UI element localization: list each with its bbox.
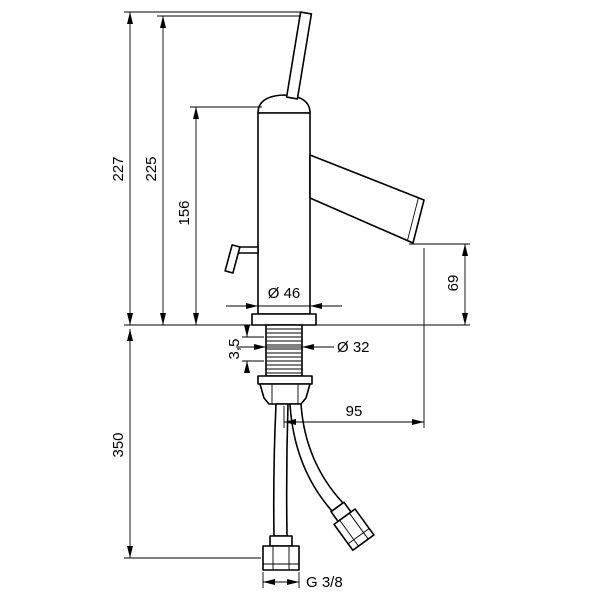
- connector-right-facets: [339, 512, 370, 547]
- label-body-diameter: Ø 46: [268, 285, 301, 302]
- label-outlet-height: 69: [445, 275, 462, 292]
- label-total-height: 227: [110, 156, 127, 181]
- connector-nut-right: [333, 508, 375, 552]
- washer: [257, 375, 313, 385]
- mounting-nut-facets: [271, 383, 299, 404]
- label-hose-length: 350: [110, 432, 127, 457]
- label-spout-reach: 95: [346, 403, 363, 420]
- faucet-outline: [224, 11, 425, 571]
- connector-ferrule-left: [269, 535, 293, 547]
- label-shank-diameter: Ø 32: [337, 339, 370, 356]
- label-connection-thread: G 3/8: [306, 574, 343, 591]
- connector-left-facets: [262, 546, 300, 570]
- label-body-height: 156: [176, 200, 193, 225]
- dimension-annotations: 227 225 156 69 Ø 46 Ø 32 3,5 95 350 G 3/…: [110, 11, 470, 591]
- label-base-plate-thickness: 3,5: [226, 339, 243, 360]
- spout: [309, 154, 425, 244]
- base-plate: [251, 313, 317, 326]
- faucet-body: [257, 112, 311, 315]
- hose-connector-left: [262, 535, 300, 571]
- pop-up-rod: [237, 246, 259, 254]
- hose-connector-right: [330, 501, 375, 552]
- mounting-nut: [259, 383, 311, 405]
- supply-hose-right: [289, 403, 344, 512]
- pop-up-lever: [224, 244, 241, 274]
- label-handle-height: 225: [143, 156, 160, 181]
- supply-hose-left: [272, 403, 289, 537]
- thread-hatching: [266, 328, 302, 374]
- mixer-lever-handle: [285, 11, 313, 100]
- connector-nut-left: [262, 545, 300, 571]
- handle-dome: [257, 94, 311, 114]
- aerator-ring: [406, 197, 419, 242]
